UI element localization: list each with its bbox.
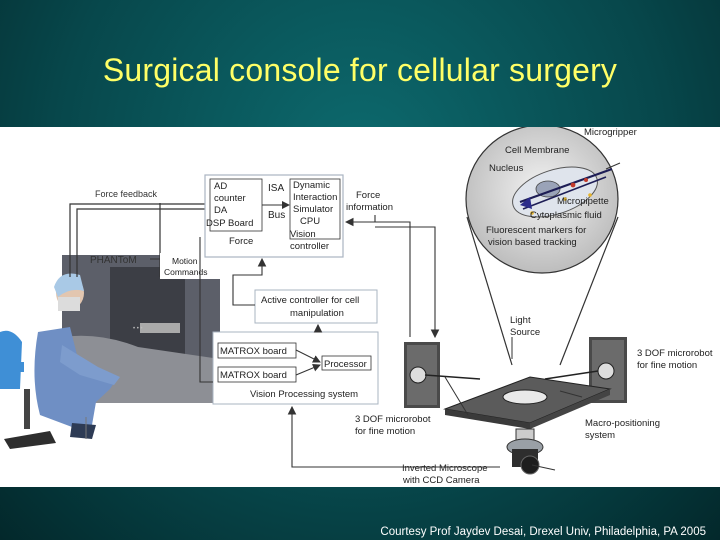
- svg-text:for fine motion: for fine motion: [637, 360, 697, 371]
- svg-text:Dynamic: Dynamic: [293, 180, 330, 191]
- light-source-label: Light: [510, 315, 531, 326]
- force-information-label: Force: [356, 190, 380, 201]
- svg-text:Interaction: Interaction: [293, 192, 337, 203]
- svg-text:information: information: [346, 202, 393, 213]
- footer-credit: Courtesy Prof Jaydev Desai, Drexel Univ,…: [380, 526, 706, 538]
- slide-title: Surgical console for cellular surgery: [102, 52, 618, 88]
- camera-feed-connector: [287, 405, 500, 468]
- microscope-stage: [404, 337, 627, 475]
- callout-microgripper: Microgripper: [584, 127, 637, 138]
- cell-magnified-view: [465, 124, 621, 274]
- vision-processing-box: MATROX board MATROX board Processor Visi…: [212, 331, 379, 405]
- dsp-simulator-box: AD counter DA DSP Board ISA Bus Dynamic …: [204, 174, 344, 258]
- svg-text:Vision Processing system: Vision Processing system: [250, 389, 358, 400]
- svg-text:DSP Board: DSP Board: [206, 218, 253, 229]
- svg-text:DA: DA: [214, 205, 228, 216]
- svg-text:MATROX board: MATROX board: [220, 346, 287, 357]
- force-feedback-label: Force feedback: [95, 189, 158, 199]
- svg-text:for fine motion: for fine motion: [355, 426, 415, 437]
- callout-micropipette: Micropipette: [557, 196, 609, 207]
- phantom-label: PHANToM: [90, 255, 137, 266]
- active-controller-box: Active controller for cell manipulation: [254, 289, 378, 324]
- svg-text:manipulation: manipulation: [290, 308, 344, 319]
- callout-nucleus: Nucleus: [489, 163, 524, 174]
- svg-text:Force: Force: [229, 236, 253, 247]
- inverted-microscope-label: Inverted Microscope: [402, 463, 488, 474]
- svg-text:Source: Source: [510, 327, 540, 338]
- svg-text:Motion: Motion: [172, 256, 198, 266]
- microrobot-left-label: 3 DOF microrobot: [355, 414, 431, 425]
- svg-text:system: system: [585, 430, 615, 441]
- svg-text:Vision: Vision: [290, 229, 316, 240]
- macro-positioning-label: Macro-positioning: [585, 418, 660, 429]
- svg-text:CPU: CPU: [300, 216, 320, 227]
- svg-text:ISA: ISA: [268, 183, 284, 194]
- svg-text:Commands: Commands: [164, 267, 207, 277]
- diagram-svg: • • • Force feedback PHANToM Motion Comm…: [0, 124, 713, 486]
- callout-cytoplasmic-fluid: Cytoplasmic fluid: [530, 210, 602, 221]
- svg-text:Processor: Processor: [324, 359, 367, 370]
- svg-text:controller: controller: [290, 241, 329, 252]
- svg-text:vision based tracking: vision based tracking: [488, 237, 577, 248]
- surgeon-console-photo: • • •: [0, 255, 220, 449]
- svg-text:MATROX board: MATROX board: [220, 370, 287, 381]
- callout-cell-membrane: Cell Membrane: [505, 145, 569, 156]
- svg-text:Simulator: Simulator: [293, 204, 333, 215]
- magnification-lines: [466, 216, 619, 366]
- console-label: • • •: [133, 326, 143, 332]
- svg-text:AD: AD: [214, 181, 227, 192]
- svg-text:Bus: Bus: [268, 210, 285, 221]
- microrobot-right-label: 3 DOF microrobot: [637, 348, 713, 359]
- svg-text:Active controller for cell: Active controller for cell: [261, 295, 359, 306]
- callout-markers: Fluorescent markers for: [486, 225, 586, 236]
- svg-text:with CCD Camera: with CCD Camera: [402, 475, 480, 486]
- system-diagram: • • • Force feedback PHANToM Motion Comm…: [0, 124, 720, 487]
- force-info-connector: [374, 215, 411, 337]
- svg-text:counter: counter: [214, 193, 246, 204]
